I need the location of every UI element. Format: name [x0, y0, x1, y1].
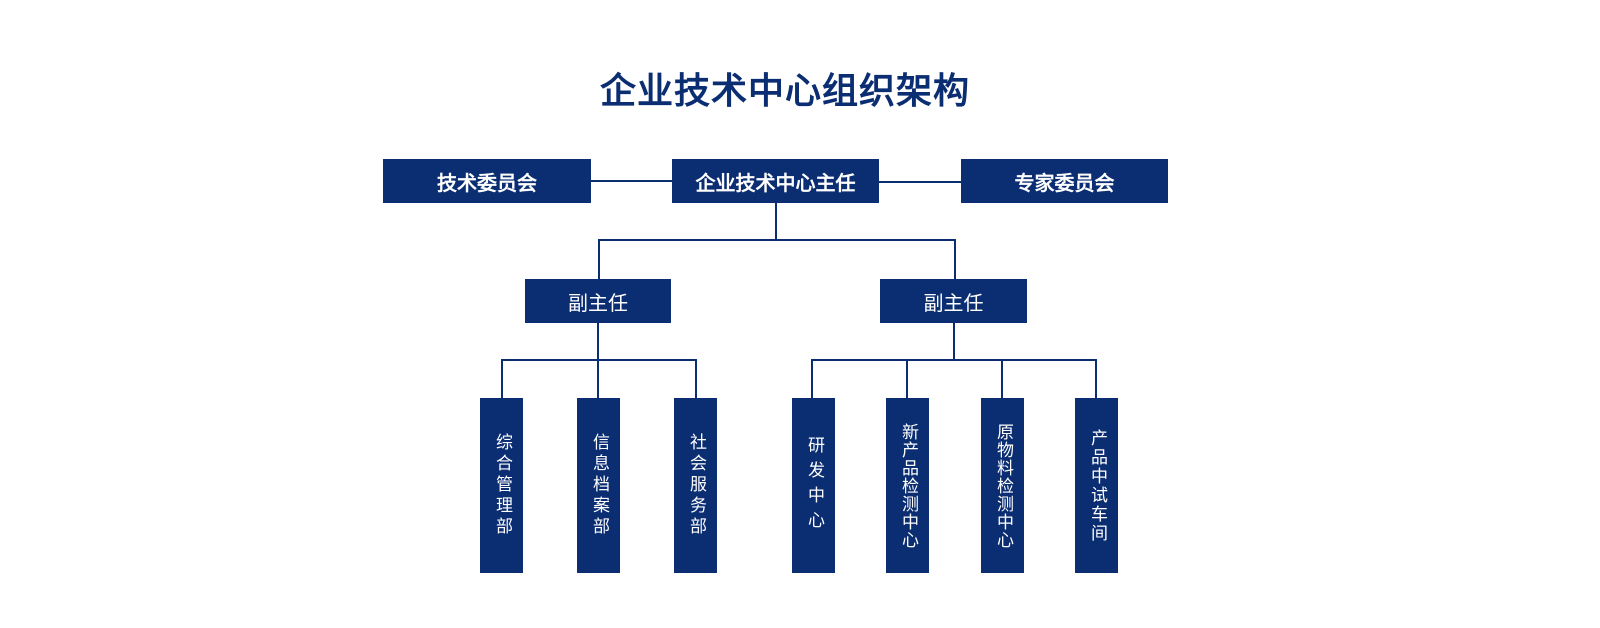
- connector-dept-5: [906, 359, 908, 398]
- connector-left-deputy-down: [597, 323, 599, 360]
- deputy-director-left-box: 副主任: [525, 279, 671, 323]
- dept-social-service-box: 社会服务部: [674, 398, 717, 573]
- chart-title: 企业技术中心组织架构: [599, 71, 970, 112]
- connector-director-down: [775, 203, 777, 240]
- connector-deputy-left: [598, 239, 600, 279]
- connector-right-deputy-down: [953, 323, 955, 360]
- center-director-box: 企业技术中心主任: [672, 159, 879, 203]
- connector-dept-3: [695, 359, 697, 398]
- connector-deputy-bar: [598, 239, 956, 241]
- dept-information-archive-box: 信息档案部: [577, 398, 620, 573]
- connector-left-committee: [590, 180, 673, 182]
- connector-deputy-right: [954, 239, 956, 279]
- connector-dept-4: [811, 359, 813, 398]
- dept-pilot-workshop-box: 产品中试车间: [1075, 398, 1118, 573]
- technical-committee-box: 技术委员会: [383, 159, 591, 203]
- connector-left-dept-bar: [501, 359, 697, 361]
- connector-dept-1: [501, 359, 503, 398]
- dept-new-product-testing-box: 新产品检测中心: [886, 398, 929, 573]
- dept-raw-material-testing-box: 原物料检测中心: [981, 398, 1024, 573]
- connector-right-dept-bar: [811, 359, 1097, 361]
- connector-dept-7: [1095, 359, 1097, 398]
- connector-right-committee: [879, 181, 962, 183]
- dept-rd-center-box: 研发中心: [792, 398, 835, 573]
- connector-dept-6: [1001, 359, 1003, 398]
- deputy-director-right-box: 副主任: [880, 279, 1027, 323]
- dept-general-management-box: 综合管理部: [480, 398, 523, 573]
- connector-dept-2: [597, 359, 599, 398]
- expert-committee-box: 专家委员会: [961, 159, 1168, 203]
